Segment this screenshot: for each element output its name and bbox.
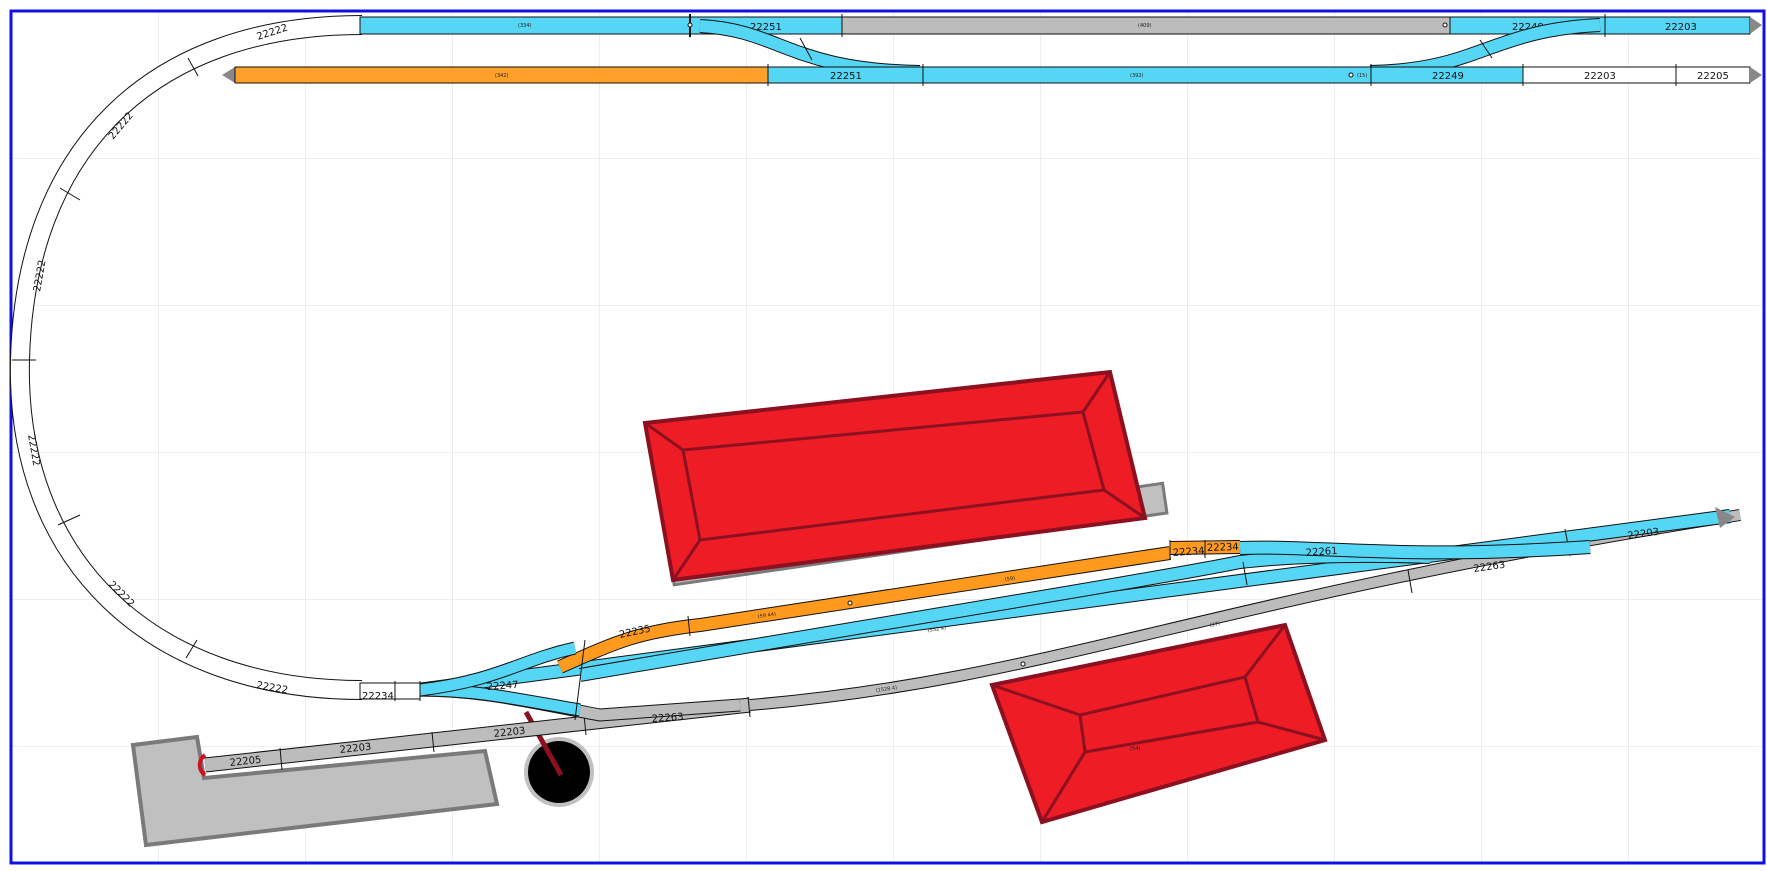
right-label-22263: 22263 — [1473, 560, 1506, 575]
small-grey-label: (1528 4) — [875, 685, 897, 694]
mid-small-2: (392) — [1130, 73, 1143, 79]
cyan-siding-track[interactable] — [578, 540, 1591, 682]
left-label-22263: 22263 — [651, 712, 684, 725]
mid-label-22203: 22203 — [1584, 71, 1616, 82]
top-label-22203: 22203 — [1665, 22, 1697, 33]
right-label-22203: 22203 — [1627, 527, 1660, 542]
mid-small-1: (342) — [495, 73, 508, 79]
bottom-label-22203-b: 22203 — [493, 726, 526, 740]
middle-track[interactable] — [222, 64, 1762, 86]
left-label-22247: 22247 — [486, 680, 519, 693]
top-track[interactable] — [359, 14, 1762, 37]
mid-label-22249: 22249 — [1432, 71, 1464, 82]
left-loop-track[interactable] — [9, 15, 363, 700]
orange-platform-track[interactable] — [557, 540, 1241, 674]
left-label-22234: 22234 — [362, 691, 394, 702]
top-label-22249: 22249 — [1512, 22, 1544, 33]
layout-border — [9, 9, 1766, 865]
roof-mark: (54) — [1130, 746, 1140, 752]
top-label-22251: 22251 — [750, 22, 782, 33]
goods-shed-building[interactable] — [989, 622, 1328, 825]
small-37-label: (37) — [1209, 621, 1220, 629]
right-label-22234-a: 22234 — [1172, 546, 1205, 559]
curve-label-3: 22222 — [32, 259, 48, 292]
top-small-2: (409) — [1138, 23, 1151, 29]
small-59-label: (59) — [1004, 576, 1015, 583]
engine-shed-building[interactable] — [642, 369, 1169, 587]
bottom-label-22205: 22205 — [229, 755, 262, 769]
mid-label-22251: 22251 — [830, 71, 862, 82]
right-label-22261: 22261 — [1305, 546, 1338, 559]
curve-label-4: 22222 — [25, 434, 41, 467]
right-label-22234-b: 22234 — [1207, 542, 1239, 554]
bottom-label-22203-a: 22203 — [339, 742, 372, 756]
mid-label-22205: 22205 — [1697, 71, 1729, 82]
top-small-1: (334) — [518, 23, 531, 29]
mid-small-3: (15) — [1357, 73, 1367, 79]
small-cyan-label: (552 4) — [927, 625, 946, 633]
left-switch-junction[interactable] — [359, 639, 741, 722]
station-platform[interactable] — [130, 734, 500, 848]
small-59b-label: (59 44) — [757, 611, 776, 619]
curve-label-6: 22222 — [255, 680, 288, 696]
